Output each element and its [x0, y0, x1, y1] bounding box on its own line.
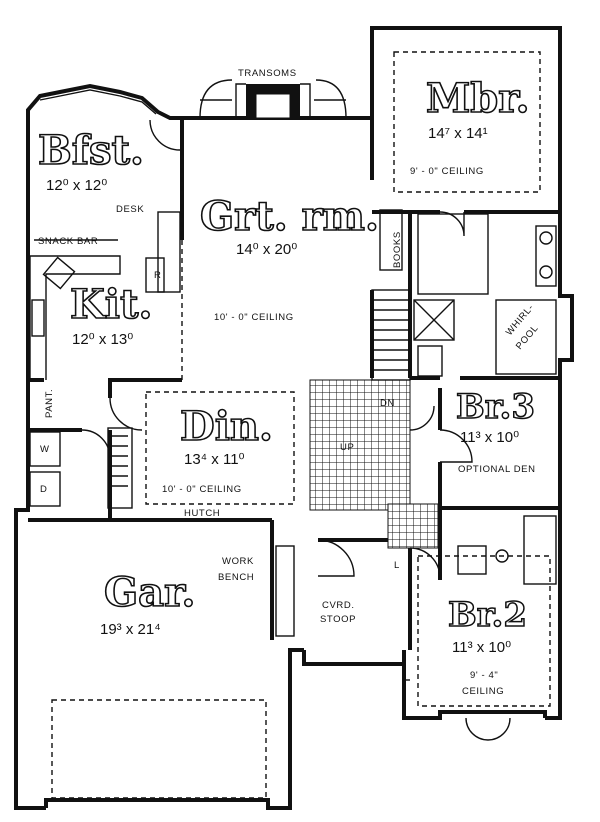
- down-label: DN: [380, 398, 395, 409]
- transoms-label: TRANSOMS: [238, 68, 297, 79]
- garage-size: 19³ x 21⁴: [100, 621, 161, 638]
- kitchen-counters: [29, 211, 181, 380]
- stoop-label-2: STOOP: [320, 614, 356, 625]
- master-bedroom-name: Mbr.: [426, 75, 530, 122]
- mbr-ceiling-outline: [393, 51, 541, 193]
- exterior-walls: [14, 26, 574, 810]
- ref-label: R: [154, 270, 161, 281]
- hall-bath: [457, 515, 557, 585]
- up-label: UP: [340, 442, 354, 453]
- garage-name: Gar.: [104, 569, 195, 616]
- din-ceiling-outline: [145, 391, 295, 505]
- snack-bar-label: SNACK BAR: [38, 236, 98, 247]
- great-room-name: Grt. rm.: [200, 193, 379, 240]
- fireplace: [235, 83, 311, 119]
- foyer-floor: [309, 379, 411, 511]
- linen-label: L: [394, 560, 400, 571]
- desk-label: DESK: [116, 204, 144, 215]
- work-bench: [275, 545, 295, 637]
- bedroom-2-size: 11³ x 10⁰: [452, 639, 511, 656]
- mbr-closet: [417, 213, 489, 295]
- garage-door: [51, 699, 267, 799]
- work-bench-label-1: WORK: [222, 556, 254, 567]
- transom-windows: [199, 79, 347, 119]
- great-room-size: 14⁰ x 20⁰: [236, 241, 297, 258]
- hall-floor: [387, 503, 439, 549]
- master-bedroom-size: 14⁷ x 14¹: [428, 125, 488, 142]
- bedroom-2-ceiling-2: CEILING: [462, 686, 504, 697]
- breakfast-size: 12⁰ x 12⁰: [46, 177, 107, 194]
- breakfast-name: Bfst.: [38, 127, 144, 174]
- bedroom-3-name: Br.3: [456, 387, 535, 427]
- books-label: BOOKS: [392, 231, 403, 268]
- doors: [81, 119, 511, 741]
- bedroom-3-size: 11³ x 10⁰: [460, 429, 519, 446]
- kitchen-name: Kit.: [70, 281, 152, 328]
- work-bench-label-2: BENCH: [218, 572, 254, 583]
- washer-label: W: [40, 444, 50, 455]
- bedroom-2-ceiling-1: 9' - 4": [470, 670, 498, 681]
- bookshelf: [379, 209, 403, 271]
- dryer-label: D: [40, 484, 47, 495]
- master-bath: [413, 225, 557, 377]
- dining-name: Din.: [180, 403, 273, 450]
- bedroom-3-note: OPTIONAL DEN: [458, 464, 536, 475]
- master-bedroom-ceiling: 9' - 0" CEILING: [410, 166, 484, 177]
- hutch-label: HUTCH: [184, 508, 220, 519]
- pantry-label: PANT.: [44, 389, 55, 418]
- great-room-ceiling: 10' - 0" CEILING: [214, 312, 294, 323]
- dining-ceiling: 10' - 0" CEILING: [162, 484, 242, 495]
- kitchen-size: 12⁰ x 13⁰: [72, 331, 133, 348]
- interior-walls: [28, 118, 560, 650]
- br2-ceiling-outline: [417, 555, 551, 707]
- dining-size: 13⁴ x 11⁰: [184, 451, 245, 468]
- stoop-label-1: CVRD.: [322, 600, 355, 611]
- bedroom-2-name: Br.2: [448, 595, 527, 635]
- laundry: [29, 427, 133, 509]
- stairs: [371, 289, 411, 381]
- bay-window: [39, 89, 157, 115]
